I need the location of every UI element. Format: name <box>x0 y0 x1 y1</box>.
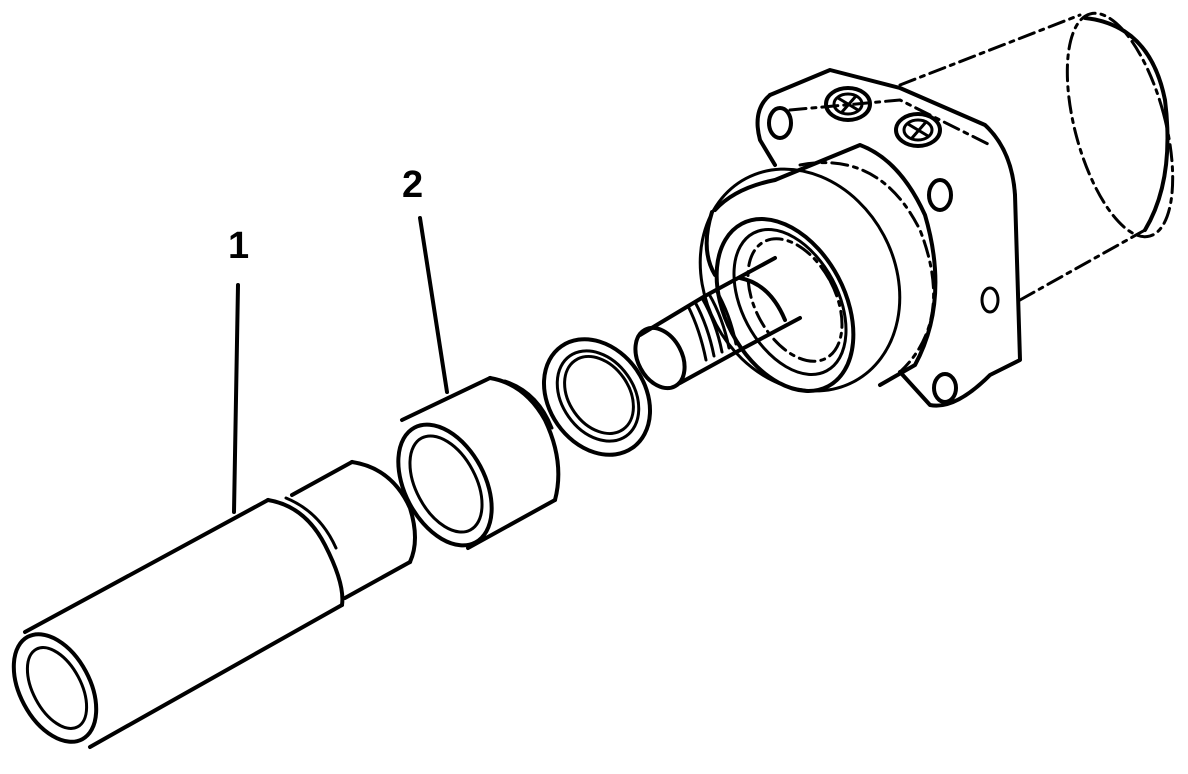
callout-2: 2 <box>402 164 449 394</box>
callout-2-leader-line <box>418 216 449 394</box>
callout-1: 1 <box>228 225 249 514</box>
callout-1-label: 1 <box>228 225 249 267</box>
callout-1-leader-line <box>232 283 240 514</box>
bushing-icon <box>396 376 561 550</box>
washer-ring-icon <box>541 337 653 457</box>
callout-2-label: 2 <box>402 164 423 206</box>
installation-tool-sleeve-icon <box>11 460 417 749</box>
hydraulic-motor-icon <box>633 11 1175 408</box>
